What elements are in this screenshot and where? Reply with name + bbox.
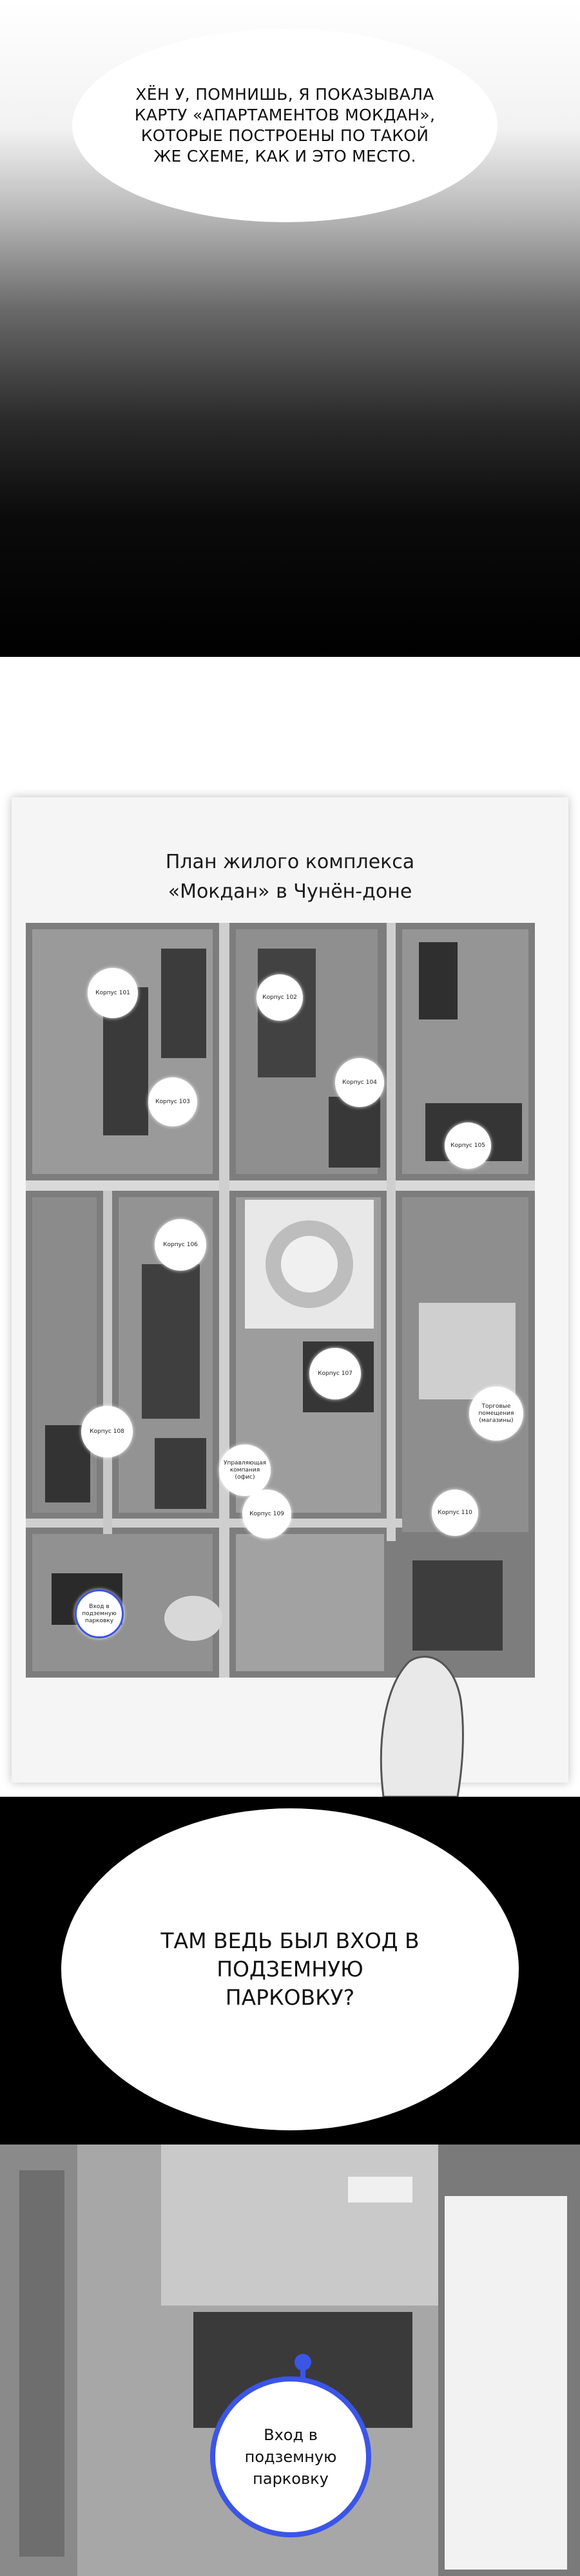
label-building-101: Корпус 101 [88,968,138,1018]
map-title-line-2: «Мокдан» в Чунён-доне [168,880,412,903]
speech-bubble-2: ТАМ ВЕДЬ БЫЛ ВХОД В ПОДЗЕМНУЮ ПАРКОВКУ? [61,1808,519,2130]
label-building-106: Корпус 106 [155,1219,206,1271]
zoomed-parking-label: Вход в подземную парковку [210,2376,371,2537]
label-management-office: Управляющая компания (офис) [219,1444,271,1496]
holding-thumb [380,1656,464,1797]
map-title: План жилого комплекса «Мокдан» в Чунён-д… [12,848,568,907]
label-building-108: Корпус 108 [81,1406,133,1457]
label-building-107: Корпус 107 [309,1348,361,1399]
label-building-102: Корпус 102 [256,974,303,1021]
label-building-109: Корпус 109 [242,1490,291,1539]
speech-text-2: ТАМ ВЕДЬ БЫЛ ВХОД В ПОДЗЕМНУЮ ПАРКОВКУ? [160,1928,420,2010]
label-building-105: Корпус 105 [445,1122,491,1169]
label-shops: Торговые помещения (магазины) [469,1387,523,1441]
speech-text-1: ХЁН У, ПОМНИШЬ, Я ПОКАЗЫВАЛА КАРТУ «АПАР… [134,85,436,166]
panel-2: План жилого комплекса «Мокдан» в Чунён-д… [0,657,580,1797]
speech-bubble-1: ХЁН У, ПОМНИШЬ, Я ПОКАЗЫВАЛА КАРТУ «АПАР… [72,29,498,222]
label-building-110: Корпус 110 [432,1490,478,1536]
label-building-103: Корпус 103 [148,1077,197,1126]
site-plan-drawing [26,923,535,1678]
panel-1: ХЁН У, ПОМНИШЬ, Я ПОКАЗЫВАЛА КАРТУ «АПАР… [0,0,580,657]
map-title-line-1: План жилого комплекса [165,851,415,873]
panel-3: ТАМ ВЕДЬ БЫЛ ВХОД В ПОДЗЕМНУЮ ПАРКОВКУ? [0,1797,580,2145]
map-sheet: План жилого комплекса «Мокдан» в Чунён-д… [12,797,568,1783]
site-plan-map: Корпус 101 Корпус 102 Корпус 103 Корпус … [26,923,535,1678]
label-parking-entrance: Вход в подземную парковку [75,1589,124,1638]
label-building-104: Корпус 104 [335,1058,384,1107]
